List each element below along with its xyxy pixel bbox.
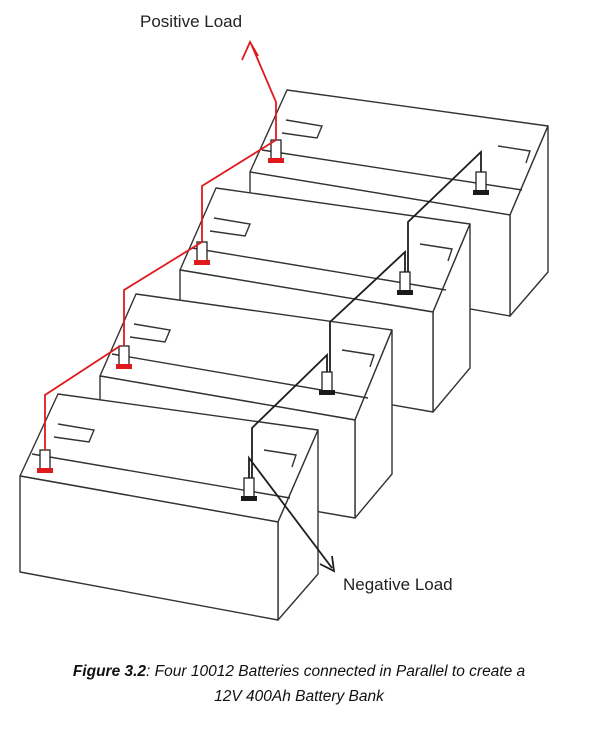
battery-1 (19, 393, 319, 621)
caption-line-1: Figure 3.2: Four 10012 Batteries connect… (0, 659, 598, 684)
caption-line-2: 12V 400Ah Battery Bank (214, 688, 384, 705)
figure-caption: Figure 3.2: Four 10012 Batteries connect… (0, 659, 598, 709)
battery-3 (179, 187, 471, 413)
positive-terminals (37, 139, 284, 473)
negative-load-label: Negative Load (343, 575, 453, 594)
negative-wiring (248, 149, 482, 573)
figure-number: Figure 3.2 (72, 663, 147, 680)
caption-text-1: : Four 10012 Batteries connected in Para… (146, 663, 526, 680)
positive-load-label: Positive Load (140, 12, 242, 31)
positive-wiring (44, 40, 277, 450)
